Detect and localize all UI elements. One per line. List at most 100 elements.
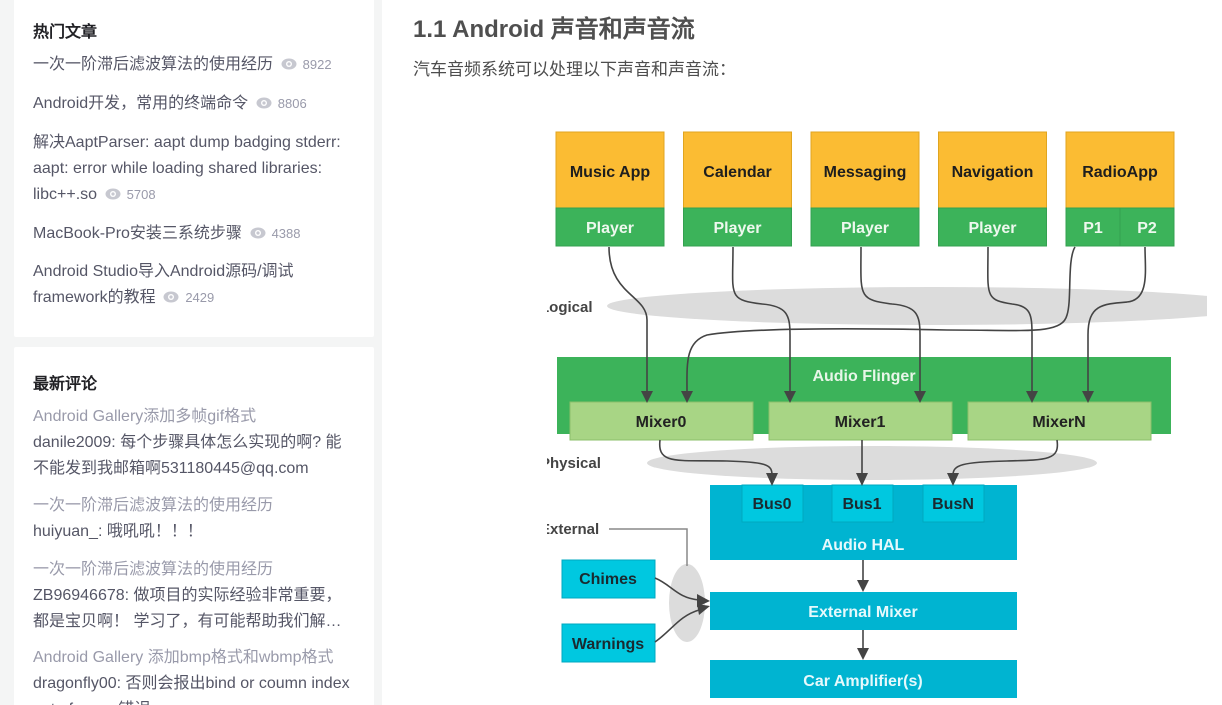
audio-flinger-label: Audio Flinger [812, 368, 915, 385]
hot-article-title[interactable]: 一次一阶滞后滤波算法的使用经历 [33, 56, 274, 73]
app-box [555, 131, 665, 209]
comment-article-link[interactable]: Android Gallery 添加bmp格式和wbmp格式 [33, 649, 334, 666]
view-count: 4388 [246, 226, 301, 241]
wire-mixern-to-busn [952, 439, 1059, 476]
app-label: Calendar [703, 164, 771, 181]
view-count: 2429 [160, 290, 215, 305]
arrowhead [1026, 391, 1038, 403]
player-label: Player [841, 220, 889, 237]
external-source-label: Chimes [579, 571, 637, 588]
physical-label: Physical [547, 455, 601, 472]
comment-item: Android Gallery 添加bmp格式和wbmp格式 dragonfly… [33, 645, 355, 705]
hot-article-title[interactable]: Android Studio导入Android源码/调试framework的教程 [33, 263, 294, 306]
external-source-box [561, 559, 656, 599]
player-label: P1 [1083, 220, 1103, 237]
view-count: 8806 [252, 96, 307, 111]
section-heading: 1.1 Android 声音和声音流 [413, 16, 695, 43]
external-label: External [547, 521, 599, 538]
hot-article-title[interactable]: MacBook-Pro安装三系统步骤 [33, 225, 242, 242]
mixer-box [967, 401, 1152, 441]
wire-mixer0-to-bus0 [658, 439, 773, 476]
eye-icon [105, 188, 121, 200]
view-count-value: 4388 [271, 226, 301, 241]
wire-navigation-to-mixern [987, 246, 1033, 392]
comment-text[interactable]: dragonfly00: 否则会报出bind or coumn index ou… [33, 675, 350, 705]
comment-article-link[interactable]: 一次一阶滞后滤波算法的使用经历 [33, 497, 274, 514]
recent-comments-card: 最新评论 Android Gallery添加多帧gif格式 danile2009… [14, 347, 374, 705]
view-count: 8922 [277, 57, 332, 72]
arrowhead [914, 391, 926, 403]
comment-item: Android Gallery添加多帧gif格式 danile2009: 每个步… [33, 404, 355, 482]
diagram-svg: Logical Physical External Music AppPlaye… [540, 131, 1222, 698]
hot-article-item[interactable]: 一次一阶滞后滤波算法的使用经历 8922 [33, 52, 358, 78]
eye-icon [281, 58, 297, 70]
hot-articles-title: 热门文章 [33, 24, 98, 41]
player-box [683, 207, 792, 247]
hot-article-item[interactable]: 解决AaptParser: aapt dump badging stderr: … [33, 130, 358, 208]
arrowhead [641, 391, 653, 403]
bus-box [922, 484, 985, 523]
hot-articles-card: 热门文章 一次一阶滞后滤波算法的使用经历 8922 Android开发，常用的终… [14, 0, 374, 337]
article-content: 1.1 Android 声音和声音流 汽车音频系统可以处理以下声音和声音流： L… [382, 0, 1222, 705]
player-label: P2 [1137, 220, 1157, 237]
wire-messaging-to-mixer1 [860, 246, 921, 392]
mixer-box [569, 401, 754, 441]
app-label: RadioApp [1082, 164, 1158, 181]
arrowhead [681, 391, 693, 403]
arrowhead [784, 391, 796, 403]
app-box [810, 131, 920, 209]
mixer-label: Mixer1 [835, 414, 886, 431]
wire-p2-to-mixern [1087, 246, 1147, 392]
mixer-label: MixerN [1032, 414, 1085, 431]
wires [608, 246, 1147, 650]
eye-icon [250, 227, 266, 239]
player-box [938, 207, 1047, 247]
comment-article-link[interactable]: Android Gallery添加多帧gif格式 [33, 408, 257, 425]
app-label: Navigation [952, 164, 1034, 181]
comment-text[interactable]: huiyuan_: 哦吼吼！！！ [33, 523, 203, 540]
wire-calendar-to-mixer1 [731, 246, 791, 392]
app-box [683, 131, 792, 209]
player-box [810, 207, 920, 247]
app-box [938, 131, 1047, 209]
hot-article-item[interactable]: Android Studio导入Android源码/调试framework的教程… [33, 259, 358, 311]
bus-label: BusN [932, 496, 974, 513]
hot-article-title[interactable]: Android开发，常用的终端命令 [33, 95, 249, 112]
wire-p1-to-mixer0 [686, 246, 1076, 393]
comment-item: 一次一阶滞后滤波算法的使用经历 ZB96946678: 做项目的实际经验非常重要… [33, 557, 355, 635]
arrowhead [697, 594, 710, 607]
hot-article-item[interactable]: Android开发，常用的终端命令 8806 [33, 91, 358, 117]
player-label: Player [586, 220, 634, 237]
car-amplifier-label: Car Amplifier(s) [803, 673, 922, 690]
bus-box [831, 484, 894, 523]
arrowhead [947, 473, 959, 486]
intro-paragraph: 汽车音频系统可以处理以下声音和声音流： [413, 60, 736, 79]
wire-chimes-to-extmixer [654, 577, 700, 601]
arrowhead [857, 648, 869, 660]
hot-article-title[interactable]: 解决AaptParser: aapt dump badging stderr: … [33, 134, 341, 203]
comment-item: 一次一阶滞后滤波算法的使用经历 huiyuan_: 哦吼吼！！！ [33, 493, 355, 545]
comment-text[interactable]: ZB96946678: 做项目的实际经验非常重要，都是宝贝啊！ 学习了，有可能帮… [33, 587, 342, 630]
player-box [555, 207, 665, 247]
audio-architecture-diagram: Logical Physical External Music AppPlaye… [540, 120, 1222, 705]
arrowheads [641, 391, 1094, 660]
wire-warnings-to-extmixer [654, 609, 700, 643]
arrowhead [1082, 391, 1094, 403]
mixer-box [768, 401, 953, 441]
external-mixer-box [710, 592, 1017, 630]
mixer-label: Mixer0 [636, 414, 687, 431]
arrowhead [697, 604, 710, 615]
view-count: 5708 [101, 187, 156, 202]
logical-ellipse [607, 287, 1222, 325]
comment-article-link[interactable]: 一次一阶滞后滤波算法的使用经历 [33, 561, 274, 578]
comment-text[interactable]: danile2009: 每个步骤具体怎么实现的啊? 能不能发到我邮箱啊53118… [33, 434, 342, 477]
external-source-label: Warnings [572, 636, 644, 653]
hot-article-item[interactable]: MacBook-Pro安装三系统步骤 4388 [33, 221, 358, 247]
view-count-value: 2429 [185, 290, 215, 305]
player-label: Player [713, 220, 761, 237]
external-source-box [561, 623, 656, 663]
eye-icon [163, 291, 179, 303]
player-label: Player [968, 220, 1016, 237]
player-box [1065, 207, 1121, 247]
view-count-value: 8922 [302, 57, 332, 72]
